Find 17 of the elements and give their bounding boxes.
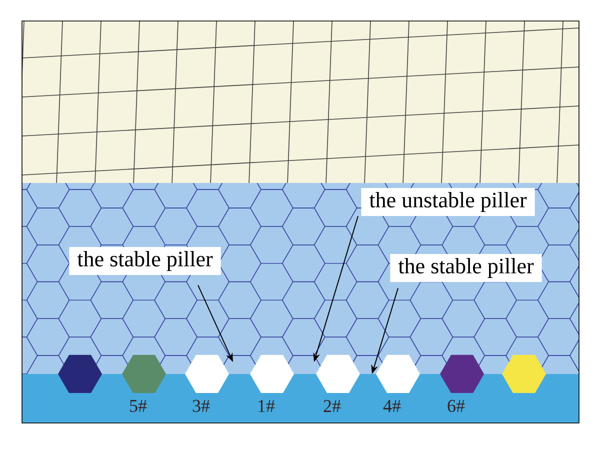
- pillar: [440, 354, 484, 394]
- pillar: [502, 354, 546, 394]
- label-box: the stable piller: [390, 254, 542, 282]
- pillar-label: 3#: [192, 400, 210, 412]
- pillar: [58, 354, 102, 394]
- label-box: the unstable piller: [361, 188, 535, 216]
- label-box: the stable piller: [69, 247, 221, 275]
- pillar-label: 2#: [324, 400, 341, 412]
- pillar-label: 5#: [130, 400, 147, 412]
- pillar-label: 6#: [448, 400, 465, 412]
- pillar-label: 1#: [258, 400, 275, 412]
- pillar: [185, 354, 229, 394]
- pillar-label: 4#: [383, 400, 401, 412]
- pillar: [250, 354, 294, 394]
- pillar: [376, 354, 420, 394]
- pillar: [122, 354, 166, 394]
- pillar: [316, 354, 360, 394]
